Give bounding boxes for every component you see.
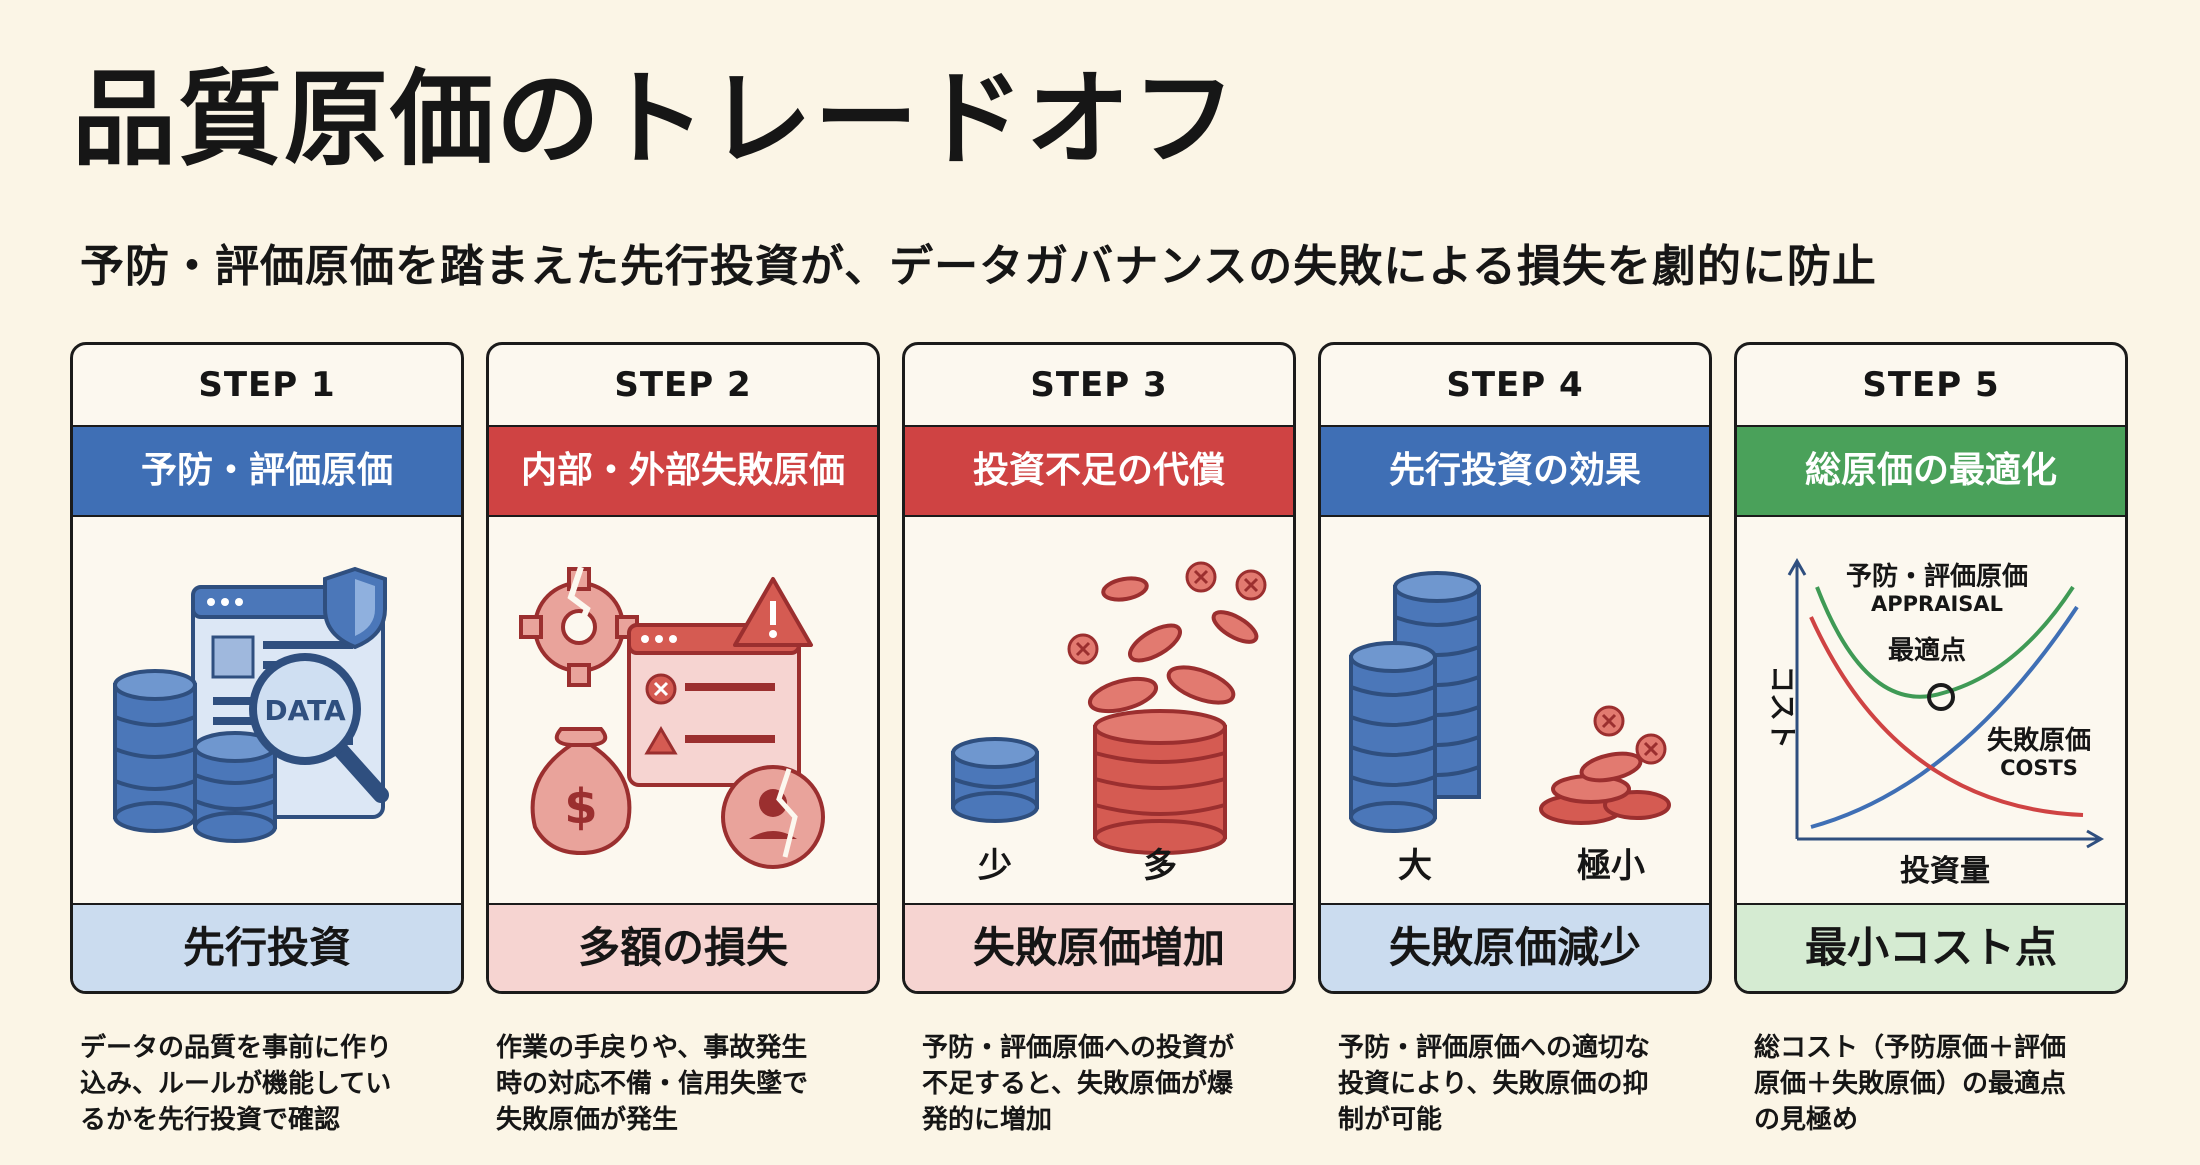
warning-icon <box>733 577 813 647</box>
high-label: 多 <box>1143 846 1177 886</box>
step-summary: 多額の損失 <box>489 903 877 991</box>
step-card-4: STEP 4 先行投資の効果 <box>1318 342 1712 994</box>
optimum-point-label: 最適点 <box>1888 635 1966 666</box>
step-label: STEP 4 <box>1446 365 1584 405</box>
x-mark-icons <box>1067 561 1267 665</box>
investment-line <box>1810 605 2079 829</box>
step-heading: 内部・外部失敗原価 <box>489 425 877 517</box>
step-description-4: 予防・評価原価への適切な 投資により、失敗原価の抑 制が可能 <box>1338 1033 1651 1135</box>
step-card-3: STEP 3 投資不足の代償 <box>902 342 1296 994</box>
illustration-cost-curve: 予防・評価原価 APPRAISAL 最適点 失敗原価 COSTS コスト 投資量 <box>1737 517 2125 911</box>
step-label: STEP 5 <box>1862 365 2000 405</box>
axes <box>1787 557 2105 849</box>
tiny-coin-pile-icon <box>1539 751 1671 825</box>
error-window-icon <box>627 623 801 787</box>
x-axis-label: 投資量 <box>1900 854 1990 889</box>
step-heading: 先行投資の効果 <box>1321 425 1709 517</box>
step-label: STEP 2 <box>614 365 752 405</box>
optimum-point-marker <box>1927 683 1955 711</box>
step-heading: 総原価の最適化 <box>1737 425 2125 517</box>
step-card-5: STEP 5 総原価の最適化 予防・評価原価 APPRAISAL 最適点 失敗原… <box>1734 342 2128 994</box>
step-heading: 予防・評価原価 <box>73 425 461 517</box>
step-label: STEP 3 <box>1030 365 1168 405</box>
step-description-1: データの品質を事前に作り 込み、ルールが機能してい るかを先行投資で確認 <box>80 1033 393 1135</box>
step-summary: 失敗原価増加 <box>905 903 1293 991</box>
small-coin-stack-icon <box>951 737 1039 823</box>
data-label: DATA <box>264 694 346 727</box>
low-label: 少 <box>978 846 1012 886</box>
step-summary: 失敗原価減少 <box>1321 903 1709 991</box>
large-label: 大 <box>1398 846 1432 886</box>
step-card-2: STEP 2 内部・外部失敗原価 <box>486 342 880 994</box>
x-mark-icons <box>1593 705 1667 765</box>
illustration-investment-effect: 大 極小 <box>1321 517 1709 911</box>
failure-curve-label: 失敗原価 <box>1987 725 2091 756</box>
appraisal-curve-label: 予防・評価原価 <box>1846 561 2028 592</box>
step-card-1: STEP 1 予防・評価原価 <box>70 342 464 994</box>
step-heading: 投資不足の代償 <box>905 425 1293 517</box>
step-summary: 最小コスト点 <box>1737 903 2125 991</box>
appraisal-curve-label-en: APPRAISAL <box>1871 592 2003 616</box>
minimal-label: 極小 <box>1577 846 1645 886</box>
appraisal-cost-curve <box>1815 585 2075 699</box>
broken-gear-icon <box>519 566 639 687</box>
broken-face-icon <box>721 765 825 869</box>
page-title: 品質原価のトレードオフ <box>72 58 1239 180</box>
step-label: STEP 1 <box>198 365 336 405</box>
page-subtitle: 予防・評価原価を踏まえた先行投資が、データガバナンスの失敗による損失を劇的に防止 <box>80 241 1877 292</box>
illustration-data-inspection: DATA <box>73 517 461 911</box>
tall-coin-stack-icon <box>1349 571 1481 833</box>
money-bag-icon: $ <box>530 727 632 856</box>
failure-cost-curve <box>1809 616 2084 817</box>
step-summary: 先行投資 <box>73 903 461 991</box>
y-axis-label: コスト <box>1766 665 1799 749</box>
large-coin-pile-icon <box>1087 576 1259 855</box>
failure-curve-label-en: COSTS <box>2000 756 2078 780</box>
magnifier-icon: DATA <box>249 653 389 803</box>
shield-icon <box>323 566 387 650</box>
database-stack-icon <box>113 669 277 843</box>
illustration-failure-losses: $ <box>489 517 877 911</box>
step-description-2: 作業の手戻りや、事故発生 時の対応不備・信用失墜で 失敗原価が発生 <box>496 1033 809 1135</box>
step-description-3: 予防・評価原価への投資が 不足すると、失敗原価が爆 発的に増加 <box>922 1033 1235 1135</box>
step-description-5: 総コスト（予防原価＋評価 原価＋失敗原価）の最適点 の見極め <box>1754 1033 2067 1135</box>
illustration-underinvestment: 少 多 <box>905 517 1293 911</box>
svg-text:$: $ <box>564 779 597 835</box>
